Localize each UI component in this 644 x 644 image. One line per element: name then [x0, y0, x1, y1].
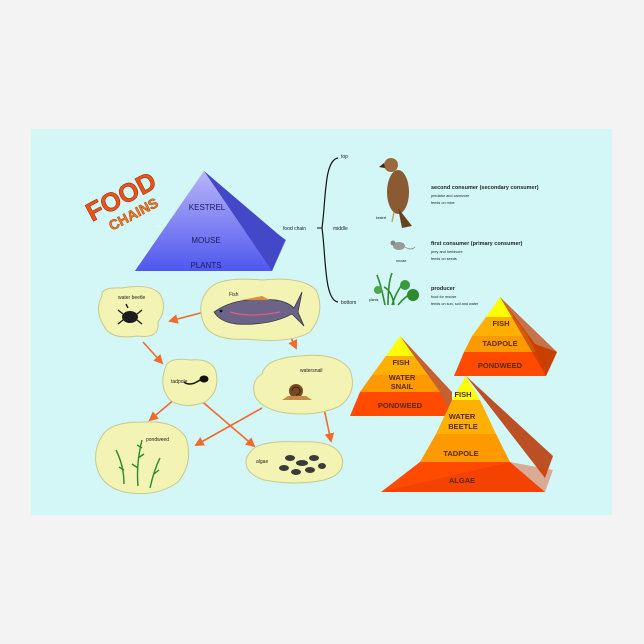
position-top: top [341, 154, 348, 160]
consumer-plants: plants producer food for mouse feeds on … [369, 272, 479, 306]
node-watersnail: watersnail [253, 354, 353, 415]
pyramid-fish-tadpole-pondweed: FISH TADPOLE PONDWEED [454, 297, 557, 376]
kestrel-label: kestrel [376, 216, 387, 220]
water-beetle-icon [117, 303, 143, 325]
pyramid-b-level-1: FISH [392, 358, 409, 367]
pyramid-level-plants: PLANTS [190, 261, 221, 270]
tadpole-label: tadpole [171, 379, 188, 385]
second-consumer-heading: second consumer (secondary consumer) [431, 185, 539, 191]
plants-label: plants [369, 298, 379, 302]
pondweed-icon [115, 439, 161, 489]
pyramid-fish-watersnail-pondweed: FISH WATER SNAIL PONDWEED [350, 336, 452, 416]
producer-line-2: feeds on sun, soil and water [431, 302, 479, 306]
main-pyramid: KESTREL MOUSE PLANTS food chain [135, 171, 306, 271]
pyramid-b-level-4: PONDWEED [378, 401, 423, 410]
pyramid-level-kestrel: KESTREL [189, 203, 226, 212]
position-middle: middle [333, 226, 348, 232]
watersnail-label: watersnail [300, 368, 323, 374]
pyramid-b-level-2: WATER [389, 373, 416, 382]
mouse-icon [390, 240, 416, 250]
algae-label: algae [256, 459, 268, 465]
mouse-label: mouse [396, 259, 407, 263]
first-consumer-line-1: prey and herbivore [431, 250, 463, 254]
pyramid-c-level-4: TADPOLE [443, 449, 478, 458]
second-consumer-line-1: predator and carnivore [431, 194, 469, 198]
pyramid-c-level-2: WATER [449, 412, 476, 421]
fish-icon [213, 291, 305, 327]
second-consumer-line-2: feeds on mice [431, 201, 455, 205]
pondweed-label: pondweed [146, 437, 169, 443]
first-consumer-heading: first consumer (primary consumer) [431, 241, 523, 247]
pyramid-a-level-3: PONDWEED [478, 361, 523, 370]
tadpole-icon [183, 375, 209, 385]
consumer-mouse: mouse first consumer (primary consumer) … [390, 240, 523, 263]
node-algae: algae [245, 441, 344, 484]
node-tadpole: tadpole [162, 358, 218, 406]
fish-label: Fish [229, 292, 239, 298]
chain-brace: top middle bottom [317, 154, 356, 306]
pyramid-c-level-1: FISH [454, 390, 471, 399]
plants-icon [374, 272, 419, 306]
pyramid-c-level-3: BEETLE [448, 422, 478, 431]
pyramid-fish-waterbeetle-tadpole-algae: FISH WATER BEETLE TADPOLE ALGAE [381, 376, 553, 492]
pyramid-level-mouse: MOUSE [191, 236, 220, 245]
pyramid-c-level-5: ALGAE [449, 476, 475, 485]
pyramid-a-level-1: FISH [492, 319, 509, 328]
node-water-beetle: water beetle [98, 286, 164, 338]
first-consumer-line-2: feeds on seeds [431, 257, 457, 261]
node-pondweed: pondweed [95, 421, 190, 495]
algae-icon [279, 455, 326, 475]
title-food-chains: FOOD CHAINS [80, 165, 161, 234]
food-chain-label: food chain [283, 226, 306, 232]
kestrel-icon [379, 158, 412, 228]
water-beetle-label: water beetle [118, 295, 145, 301]
watersnail-icon [282, 384, 312, 400]
position-bottom: bottom [341, 300, 356, 306]
consumer-kestrel: kestrel second consumer (secondary consu… [376, 158, 539, 228]
pyramid-b-level-3: SNAIL [391, 382, 414, 391]
producer-heading: producer [431, 286, 456, 292]
producer-line-1: food for mouse [431, 295, 456, 299]
node-fish: Fish [200, 278, 321, 341]
pyramid-a-level-2: TADPOLE [482, 339, 517, 348]
